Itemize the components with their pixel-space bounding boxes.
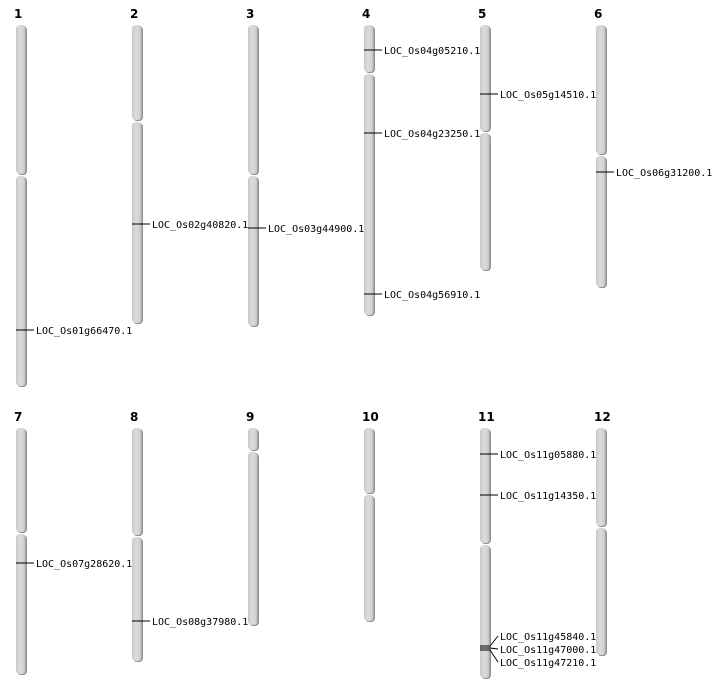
chromosome-q-arm [132, 537, 142, 661]
gene-label: LOC_Os05g14510.1 [500, 90, 596, 101]
chromosome-11: 11LOC_Os11g05880.1LOC_Os11g14350.1LOC_Os… [478, 410, 596, 679]
chromosome-p-arm [248, 428, 258, 450]
chromosome-p-arm [596, 428, 606, 526]
chromosome-q-arm [248, 176, 258, 326]
gene-marker: LOC_Os11g05880.1 [480, 450, 596, 461]
gene-label: LOC_Os11g05880.1 [500, 450, 596, 461]
gene-label: LOC_Os04g05210.1 [384, 46, 480, 57]
chromosome-p-arm [16, 25, 26, 174]
chromosome-q-arm [132, 122, 142, 323]
gene-label: LOC_Os07g28620.1 [36, 559, 132, 570]
chromosome-q-arm [480, 133, 490, 270]
gene-label: LOC_Os11g45840.1 [500, 632, 596, 643]
gene-marker: LOC_Os11g47000.1 [480, 645, 596, 656]
gene-marker: LOC_Os08g37980.1 [132, 617, 248, 628]
chromosome-q-arm [16, 534, 26, 674]
chromosome-p-arm [132, 25, 142, 120]
gene-label: LOC_Os11g47210.1 [500, 658, 596, 669]
gene-label: LOC_Os03g44900.1 [268, 224, 364, 235]
chromosome-q-arm [596, 528, 606, 655]
chromosome-label: 5 [478, 7, 486, 21]
chromosome-label: 3 [246, 7, 254, 21]
chromosome-q-arm [480, 545, 490, 678]
chromosome-label: 4 [362, 7, 370, 21]
gene-label: LOC_Os04g23250.1 [384, 129, 480, 140]
chromosome-4: 4LOC_Os04g05210.1LOC_Os04g23250.1LOC_Os0… [362, 7, 480, 316]
chromosome-p-arm [248, 25, 258, 174]
chromosome-p-arm [132, 428, 142, 535]
chromosome-q-arm [364, 74, 374, 315]
gene-marker: LOC_Os04g23250.1 [364, 129, 480, 140]
chromosome-p-arm [16, 428, 26, 532]
chromosome-label: 10 [362, 410, 379, 424]
gene-label: LOC_Os01g66470.1 [36, 326, 132, 337]
chromosome-label: 2 [130, 7, 138, 21]
gene-marker: LOC_Os01g66470.1 [16, 326, 132, 337]
gene-marker: LOC_Os07g28620.1 [16, 559, 132, 570]
chromosome-label: 7 [14, 410, 22, 424]
chromosome-label: 12 [594, 410, 611, 424]
chromosome-label: 8 [130, 410, 138, 424]
gene-marker: LOC_Os11g14350.1 [480, 491, 596, 502]
chromosome-label: 1 [14, 7, 22, 21]
chromosome-p-arm [364, 25, 374, 72]
gene-marker: LOC_Os11g47210.1 [480, 649, 596, 669]
chromosome-9: 9 [246, 410, 259, 626]
gene-label: LOC_Os11g14350.1 [500, 491, 596, 502]
chromosome-12: 12 [594, 410, 611, 656]
chromosome-label: 6 [594, 7, 602, 21]
chromosome-q-arm [248, 452, 258, 625]
chromosome-10: 10 [362, 410, 379, 622]
gene-marker: LOC_Os02g40820.1 [132, 220, 248, 231]
chromosome-label: 9 [246, 410, 254, 424]
gene-label: LOC_Os06g31200.1 [616, 168, 712, 179]
gene-label: LOC_Os11g47000.1 [500, 645, 596, 656]
chromosome-label: 11 [478, 410, 495, 424]
chromosome-p-arm [364, 428, 374, 493]
gene-marker: LOC_Os06g31200.1 [596, 168, 712, 179]
gene-label: LOC_Os08g37980.1 [152, 617, 248, 628]
chromosome-p-arm [480, 428, 490, 543]
gene-marker: LOC_Os05g14510.1 [480, 90, 596, 101]
chromosome-q-arm [16, 176, 26, 386]
gene-marker: LOC_Os04g56910.1 [364, 290, 480, 301]
chromosome-p-arm [596, 25, 606, 154]
gene-marker: LOC_Os03g44900.1 [248, 224, 364, 235]
chromosome-q-arm [364, 495, 374, 621]
chromosome-p-arm [480, 25, 490, 131]
gene-marker: LOC_Os04g05210.1 [364, 46, 480, 57]
gene-label: LOC_Os02g40820.1 [152, 220, 248, 231]
chromosome-q-arm [596, 156, 606, 287]
gene-label: LOC_Os04g56910.1 [384, 290, 480, 301]
gene-marker: LOC_Os11g45840.1 [480, 632, 596, 647]
